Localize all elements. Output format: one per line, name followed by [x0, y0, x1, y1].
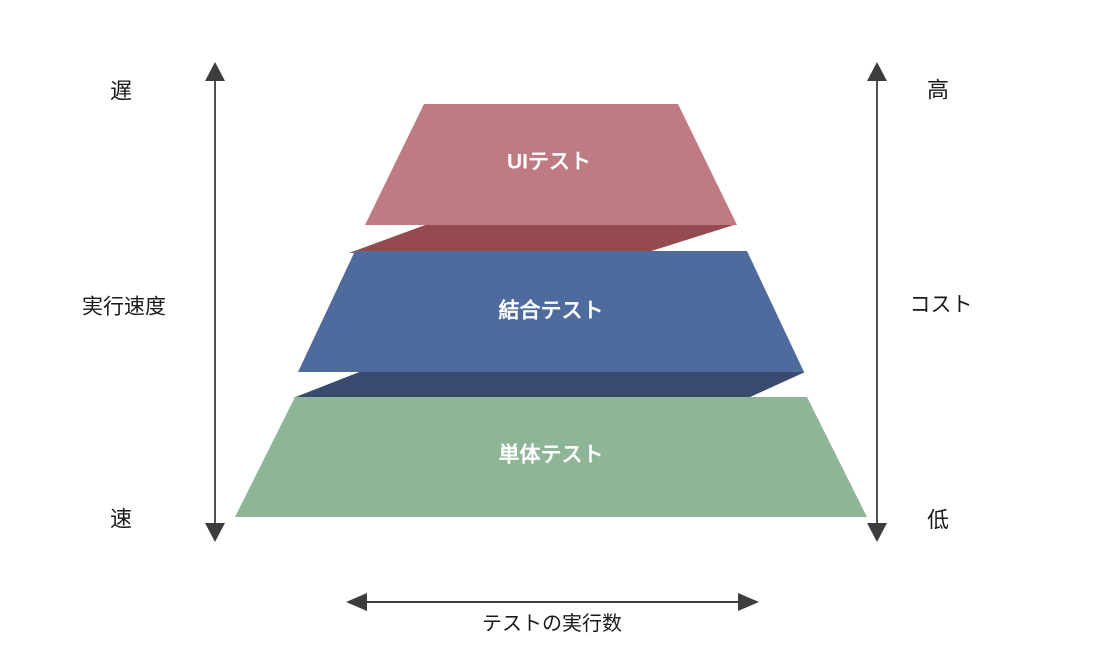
right-axis-title: コスト — [910, 294, 973, 317]
right-axis: 高 コスト 低 — [867, 62, 973, 542]
left-axis: 遅 実行速度 速 — [82, 62, 225, 542]
count-axis-label: テストの実行数 — [482, 612, 622, 635]
right-axis-down-arrowhead — [867, 523, 887, 542]
integration-test-shadow — [293, 371, 805, 398]
left-axis-down-arrowhead — [205, 523, 225, 542]
right-axis-top-label: 高 — [927, 78, 949, 103]
ui-test-shadow — [349, 224, 737, 253]
bottom-axis: テストの実行数 — [346, 593, 759, 635]
right-axis-bottom-label: 低 — [927, 508, 949, 533]
integration-test-label: 結合テスト — [499, 299, 604, 323]
count-axis-right-arrowhead — [738, 593, 759, 611]
pyramid: UIテスト 結合テスト 単体テスト — [235, 104, 867, 517]
left-axis-bottom-label: 速 — [110, 507, 132, 532]
right-axis-up-arrowhead — [867, 62, 887, 81]
ui-test-trapezoid — [365, 104, 737, 225]
left-axis-top-label: 遅 — [110, 79, 132, 104]
left-axis-up-arrowhead — [205, 62, 225, 81]
unit-test-label: 単体テスト — [499, 443, 604, 467]
unit-test-trapezoid — [235, 397, 867, 517]
count-axis-left-arrowhead — [346, 593, 367, 611]
integration-test-trapezoid — [298, 251, 804, 372]
ui-test-label: UIテスト — [507, 151, 591, 174]
left-axis-title: 実行速度 — [82, 296, 166, 319]
